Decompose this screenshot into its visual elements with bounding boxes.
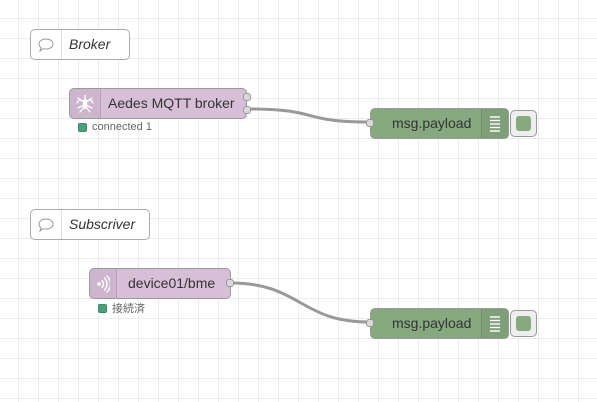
status-dot-icon	[98, 303, 107, 313]
output-port[interactable]	[226, 279, 234, 287]
debug-node-2[interactable]: msg.payload	[366, 308, 509, 339]
wire-broker-to-debug[interactable]	[249, 107, 370, 124]
mqtt-in-node[interactable]: device01/bme	[89, 268, 234, 299]
input-port[interactable]	[366, 319, 374, 327]
broker-status-text: connected 1	[92, 121, 152, 133]
comment-node-subscriver[interactable]: Subscriver	[30, 209, 150, 240]
mosquito-icon	[70, 89, 101, 118]
aedes-broker-node[interactable]: Aedes MQTT broker	[69, 88, 251, 119]
output-port-2[interactable]	[243, 106, 251, 114]
debug-toggle-button-1[interactable]	[510, 110, 537, 137]
broker-status: connected 1	[78, 121, 152, 133]
debug-label-1: msg.payload	[392, 115, 472, 131]
list-icon	[481, 109, 508, 138]
list-icon	[481, 309, 508, 338]
mqtt-in-status-text: 接続済	[112, 303, 145, 315]
mqtt-in-status: 接続済	[98, 300, 145, 316]
comment-node-broker[interactable]: Broker	[30, 29, 130, 60]
broker-label: Aedes MQTT broker	[108, 95, 235, 111]
debug-node-1[interactable]: msg.payload	[366, 108, 509, 139]
output-port-1[interactable]	[243, 93, 251, 101]
wifi-signal-icon	[90, 269, 117, 298]
comment-icon	[31, 210, 62, 239]
debug-label-2: msg.payload	[392, 315, 472, 331]
comment-label-broker: Broker	[69, 36, 111, 52]
status-dot-icon	[78, 122, 87, 132]
wire-mqtt-to-debug[interactable]	[230, 281, 370, 324]
mqtt-in-label: device01/bme	[128, 275, 216, 291]
input-port[interactable]	[366, 119, 374, 127]
debug-toggle-button-2[interactable]	[510, 310, 537, 337]
comment-icon	[31, 30, 62, 59]
comment-label-subscriver: Subscriver	[69, 216, 136, 232]
